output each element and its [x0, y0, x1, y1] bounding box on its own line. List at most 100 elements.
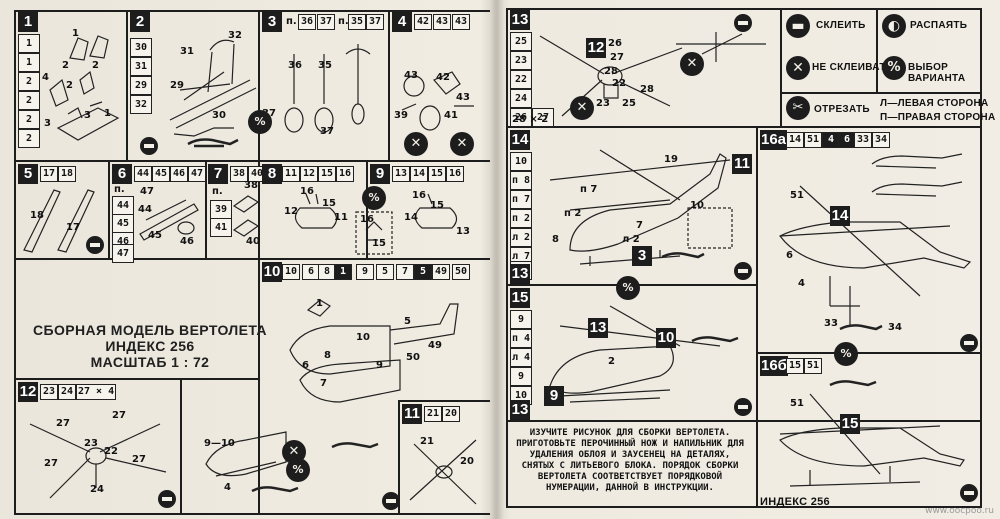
part-box: 38: [230, 166, 248, 182]
grid-line: [14, 160, 490, 162]
left-side-note: Л—ЛЕВАЯ СТОРОНА: [880, 98, 989, 109]
part-label: 31: [180, 46, 194, 57]
part-label: 29: [170, 80, 184, 91]
glue-icon: [86, 236, 104, 254]
part-box: 51: [804, 358, 822, 374]
glue-icon: [382, 492, 400, 510]
part-box: 47: [188, 166, 206, 182]
part-box: 25: [510, 32, 532, 51]
part-box: 21: [424, 406, 442, 422]
grid-line: [366, 160, 368, 258]
footer-index: ИНДЕКС 256: [760, 496, 830, 508]
part-label: 4: [224, 482, 231, 493]
part-label: 22: [612, 78, 626, 89]
grid-line: [756, 126, 758, 506]
step-number: 4: [392, 12, 412, 32]
main-rotor-drawing: [29, 423, 167, 499]
part-box: 27: [532, 108, 554, 127]
part-box: 9: [510, 310, 532, 329]
grid-line: [876, 8, 878, 92]
part-label: 10: [690, 200, 704, 211]
page-fold: [490, 0, 504, 519]
part-box: 1: [18, 53, 40, 72]
option-icon: %: [616, 276, 640, 300]
part-label: 22: [104, 446, 118, 457]
part-box: 14: [786, 132, 804, 148]
rotor-head-drawing: [539, 35, 683, 117]
part-box: 43: [433, 14, 451, 30]
part-label: 8: [552, 234, 559, 245]
doors-drawing: [414, 193, 458, 229]
part-box: л 4: [510, 348, 532, 367]
part-box: 51: [804, 132, 822, 148]
part-label: п.: [114, 184, 125, 195]
part-label: 15: [372, 238, 386, 249]
part-box: 2: [18, 72, 40, 91]
part-label: 27: [44, 458, 58, 469]
part-label: п.: [212, 186, 223, 197]
part-label: 23: [84, 438, 98, 449]
watermark: www.oocpoo.ru: [925, 506, 994, 516]
part-label: 13: [456, 226, 470, 237]
part-label: 47: [140, 186, 154, 197]
part-box: 5: [376, 264, 394, 280]
part-label: 40: [246, 236, 260, 247]
part-label: 4: [798, 278, 805, 289]
right-side-note: П—ПРАВАЯ СТОРОНА: [880, 112, 996, 123]
part-box: 23: [510, 51, 532, 70]
part-label: 28: [604, 66, 618, 77]
step-number: 13: [510, 264, 530, 284]
step-number: 13: [588, 318, 608, 338]
part-box: л 2: [510, 228, 532, 247]
part-box: 36: [298, 14, 316, 30]
part-label: 39: [394, 110, 408, 121]
legend-label: ОТРЕЗАТЬ: [814, 104, 870, 115]
part-box: 13: [392, 166, 410, 182]
glue-icon: [960, 484, 978, 502]
step-number: 5: [18, 164, 38, 184]
helicopter-silhouette: [839, 324, 883, 331]
part-label: 9: [376, 360, 383, 371]
part-box: 7: [396, 264, 414, 280]
part-label: 1: [316, 298, 323, 309]
glue-icon: [140, 137, 158, 155]
part-label: 10: [356, 332, 370, 343]
grid-line: [506, 126, 982, 128]
part-label: 33: [824, 318, 838, 329]
wheel-assembly-drawing: [401, 71, 474, 131]
part-label: 26: [608, 38, 622, 49]
glue-icon: [734, 14, 752, 32]
part-box: 18: [58, 166, 76, 182]
step-number: 14: [830, 206, 850, 226]
helicopter-silhouette: [331, 442, 379, 449]
part-box: п 4: [510, 329, 532, 348]
part-label: 9—10: [204, 438, 235, 449]
part-label: 43: [404, 70, 418, 81]
part-label: 16: [360, 214, 374, 225]
step-number: 11: [402, 404, 422, 424]
part-label: 1: [72, 28, 79, 39]
part-box: 50: [452, 264, 470, 280]
part-box: 24: [58, 384, 76, 400]
helicopter-final-drawing: [779, 185, 972, 326]
part-box: 23: [40, 384, 58, 400]
part-box: 11: [282, 166, 300, 182]
grid-line: [780, 8, 782, 126]
part-box: 34: [872, 132, 890, 148]
part-box: 14: [410, 166, 428, 182]
part-box: 12: [300, 166, 318, 182]
step-number: 12: [18, 382, 38, 402]
model-title: СБОРНАЯ МОДЕЛЬ ВЕРТОЛЕТА: [33, 322, 267, 338]
part-label: 7: [636, 220, 643, 231]
part-box: 20: [442, 406, 460, 422]
part-box: п 8: [510, 171, 532, 190]
part-box: 41: [210, 218, 232, 237]
part-box: 2: [18, 129, 40, 148]
part-label: 11: [334, 212, 348, 223]
part-box: 43: [452, 14, 470, 30]
skids-drawing: [169, 39, 257, 137]
part-box: 32: [130, 95, 152, 114]
glue-icon: [158, 490, 176, 508]
part-label: 12: [284, 206, 298, 217]
